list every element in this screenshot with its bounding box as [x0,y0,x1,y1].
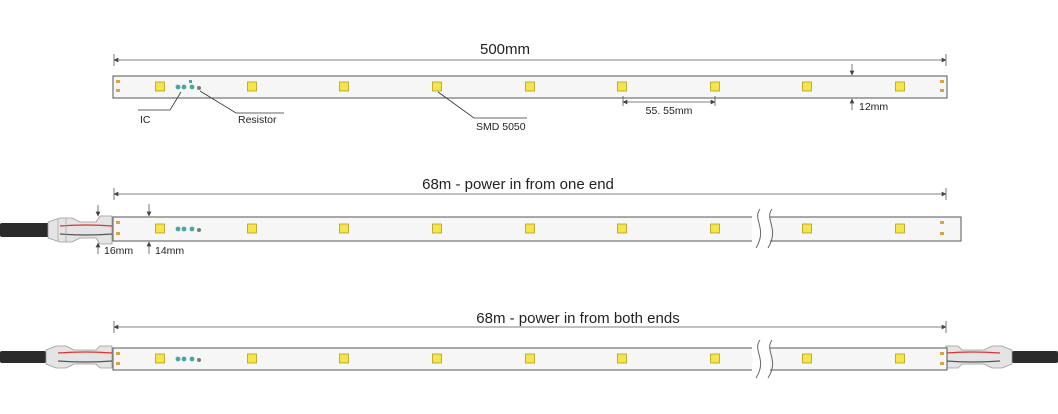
smd-led-chip [802,223,812,234]
smd-led-chip [525,353,535,364]
smd-led-chip [432,223,442,234]
power-cable-right [945,345,1058,369]
section1-title: 500mm [480,41,530,58]
ic-resistor-components [175,80,201,90]
smd-led-chip [710,81,720,92]
resistor-label: Resistor [238,114,277,126]
smd-led-chip [247,223,257,234]
smd-led-chip [339,223,349,234]
break-symbol [752,339,774,379]
smd-led-chip [247,353,257,364]
smd-led-chip [895,81,905,92]
section-500mm: 500mm IC Resistor SMD 5050 55. 55mm 12mm [112,41,948,133]
smd-led-chip [247,81,257,92]
smd-led-chip [155,353,165,364]
end-width-label: 16mm [104,245,133,257]
led-row [155,81,905,92]
break-symbol [752,208,774,249]
ic-resistor-components [175,356,201,362]
smd-led-chip [802,81,812,92]
smd-led-chip [155,223,165,234]
smd-led-chip [432,353,442,364]
smd-led-chip [802,353,812,364]
smd-led-chip [432,81,442,92]
led-row [155,353,905,364]
smd-led-chip [339,353,349,364]
section3-title: 68m - power in from both ends [476,310,679,327]
width-label: 12mm [859,101,888,113]
pitch-label: 55. 55mm [646,105,693,117]
smd-led-chip [710,223,720,234]
smd-led-chip [525,223,535,234]
smd-led-chip [617,223,627,234]
smd-led-chip [895,223,905,234]
ic-label: IC [140,114,151,126]
ic-resistor-components [175,226,201,232]
smd-led-chip [617,81,627,92]
smd-led-chip [525,81,535,92]
power-cable-left [0,345,113,369]
smd-led-chip [710,353,720,364]
strip-width-label: 14mm [155,245,184,257]
smd-led-chip [155,81,165,92]
led-strip-one-end [112,216,962,242]
section2-title: 68m - power in from one end [422,176,614,193]
smd-label: SMD 5050 [476,121,526,133]
smd-led-chip [339,81,349,92]
section-one-end: 68m - power in from one end [0,176,962,257]
power-cable-left [0,215,113,245]
smd-led-chip [617,353,627,364]
smd-led-chip [895,353,905,364]
solder-pads [116,80,944,92]
led-row [155,223,905,234]
section-both-ends: 68m - power in from both ends [0,310,1058,379]
